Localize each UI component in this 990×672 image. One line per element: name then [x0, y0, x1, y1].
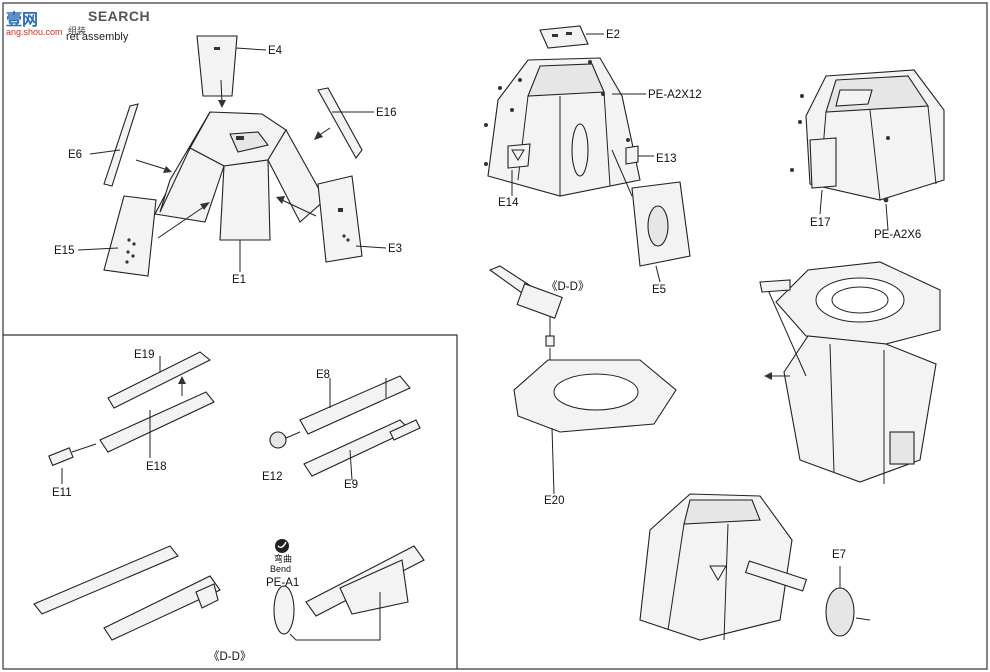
label-dd-top: 《D-D》: [546, 280, 589, 293]
label-bend-cn: 弯曲: [274, 553, 292, 564]
part-labels: E4 E16 E6 E15 E3 E1 E2 PE-A2X12 E13 E14 …: [52, 29, 921, 663]
gun-parts-inset: [33, 351, 425, 641]
turret-body-assembly: [484, 25, 691, 283]
part-e1: [219, 159, 271, 241]
label-e14: E14: [498, 197, 519, 209]
label-e18: E18: [146, 461, 166, 473]
label-e2: E2: [606, 29, 620, 41]
part-e2: [539, 25, 589, 49]
part-e14: [507, 143, 531, 169]
label-e17: E17: [810, 217, 830, 229]
part-e7: [825, 587, 855, 637]
title-cn: 组装: [68, 26, 87, 36]
final-turret-assembly: [639, 493, 871, 641]
part-e16: [317, 87, 363, 160]
part-e17: [809, 137, 837, 189]
part-e11: [48, 447, 74, 467]
brand-suffix: SEARCH: [88, 8, 151, 24]
label-dd-bottom: 《D-D》: [208, 650, 251, 663]
label-e20: E20: [544, 495, 564, 507]
label-e9: E9: [344, 479, 358, 491]
label-e7: E7: [832, 549, 846, 561]
bend-icon: [275, 539, 289, 553]
label-e6: E6: [68, 149, 82, 161]
label-pe-a2x6: PE-A2X6: [874, 229, 921, 241]
label-e3: E3: [388, 243, 402, 255]
part-e18: [99, 391, 215, 453]
turret-dome-assembly: [790, 69, 945, 231]
label-bend: Bend: [270, 564, 291, 574]
label-e1: E1: [232, 274, 246, 286]
header: 壹网 SEARCH ang.shou.com 组装 ret assembly: [4, 4, 164, 43]
assembled-turret: [759, 261, 941, 484]
brand-logo: 壹网: [6, 12, 39, 29]
label-e8: E8: [316, 369, 330, 381]
inset-frame: [3, 334, 458, 669]
part-e13: [625, 145, 639, 165]
part-e8: [299, 375, 411, 435]
exploded-frame-assembly: [77, 35, 387, 277]
part-e12: [269, 431, 287, 449]
label-e4: E4: [268, 45, 283, 57]
label-e13: E13: [656, 153, 676, 165]
part-e19: [107, 351, 212, 409]
label-e12: E12: [262, 471, 282, 483]
label-e15: E15: [54, 245, 74, 257]
part-e3: [317, 175, 363, 263]
label-pe-a1: PE-A1: [266, 577, 299, 589]
part-pe-a1: [273, 585, 295, 635]
part-e4: [196, 35, 238, 97]
gun-mount-assembly: [488, 265, 677, 495]
site-url: ang.shou.com: [6, 27, 63, 37]
label-e19: E19: [134, 349, 154, 361]
assembled-gun-a: [33, 545, 179, 615]
part-e6: [103, 103, 139, 187]
page-title: ret assembly: [66, 31, 129, 43]
part-e15: [103, 195, 157, 277]
label-e11: E11: [52, 487, 72, 499]
label-e5: E5: [652, 284, 666, 296]
label-e16: E16: [376, 107, 396, 119]
label-pe-a2x12: PE-A2X12: [648, 89, 702, 101]
